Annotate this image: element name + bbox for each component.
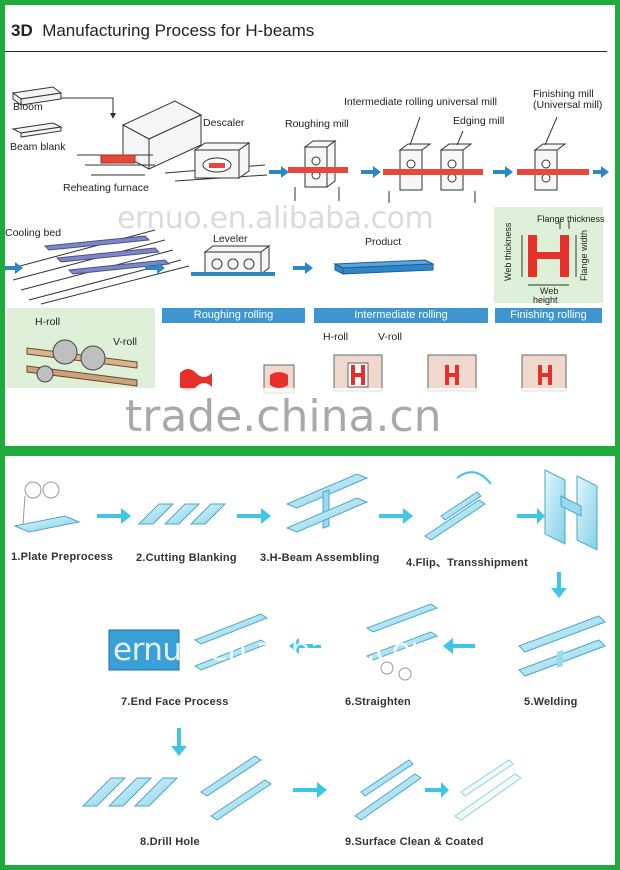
fabrication-flow-illustration — [13, 469, 606, 821]
label-v-roll-intermediate: V-roll — [378, 331, 402, 343]
label-v-roll: V-roll — [113, 336, 137, 348]
label-height: height — [533, 295, 558, 305]
step-end-face-process: 7.End Face Process — [121, 696, 229, 708]
process-diagram-panel: 3D Manufacturing Process for H-beams — [4, 5, 615, 446]
fabrication-steps-panel: 1.Plate Preprocess 2.Cutting Blanking 3.… — [5, 456, 615, 865]
diagram-title: 3D Manufacturing Process for H-beams — [11, 21, 315, 40]
watermark-trade-china: trade.china.cn — [125, 391, 442, 442]
label-descaler: Descaler — [203, 117, 245, 129]
label-web: Web — [540, 286, 559, 296]
rolling-stage-sections — [180, 354, 567, 394]
step-drill-hole: 8.Drill Hole — [140, 836, 200, 848]
step-straighten: 6.Straighten — [345, 696, 411, 708]
label-universal-mill: (Universal mill) — [533, 99, 603, 111]
label-h-roll-intermediate: H-roll — [323, 331, 349, 343]
step-plate-preprocess: 1.Plate Preprocess — [11, 551, 114, 563]
step-cutting-blanking: 2.Cutting Blanking — [136, 552, 237, 564]
label-leveler: Leveler — [213, 233, 248, 245]
watermark-ernuo-bottom: ernuo.en.alibaba.com — [113, 632, 441, 668]
label-roughing-mill: Roughing mill — [285, 118, 349, 130]
label-flange-thickness: Flange thickness — [537, 214, 605, 224]
watermark-band — [5, 388, 615, 446]
stage-header-finishing: Finishing rolling — [495, 308, 602, 323]
step-flip-transshipment: 4.Flip、Transshipment — [406, 557, 528, 569]
rolling-line-illustration — [11, 86, 609, 203]
cooling-leveler-illustration — [4, 229, 435, 305]
stage-header-roughing: Roughing rolling — [162, 308, 305, 323]
h-beam-cross-section — [521, 221, 577, 286]
label-web-thickness: Web thickness — [503, 222, 513, 281]
label-edging-mill: Edging mill — [453, 115, 505, 127]
stage-header-intermediate: Intermediate rolling — [314, 308, 488, 323]
label-finishing-mill: Finishing mill — [533, 88, 594, 100]
label-reheating-furnace: Reheating furnace — [63, 182, 149, 194]
label-intermediate-mill: Intermediate rolling universal mill — [344, 96, 497, 108]
label-cooling-bed: Cooling bed — [5, 227, 62, 239]
step-surface-clean-coated: 9.Surface Clean & Coated — [345, 836, 484, 848]
label-bloom: Bloom — [13, 101, 43, 113]
roll-stand-illustration — [26, 339, 138, 387]
title-rule — [5, 51, 607, 52]
watermark-ernuo-top: ernuo.en.alibaba.com — [117, 201, 434, 236]
label-beam-blank: Beam blank — [10, 141, 66, 153]
label-h-roll: H-roll — [35, 316, 61, 328]
step-welding: 5.Welding — [524, 696, 578, 708]
step-h-beam-assembling: 3.H-Beam Assembling — [260, 552, 380, 564]
label-product: Product — [365, 236, 402, 248]
label-flange-width: Flange width — [579, 229, 589, 281]
